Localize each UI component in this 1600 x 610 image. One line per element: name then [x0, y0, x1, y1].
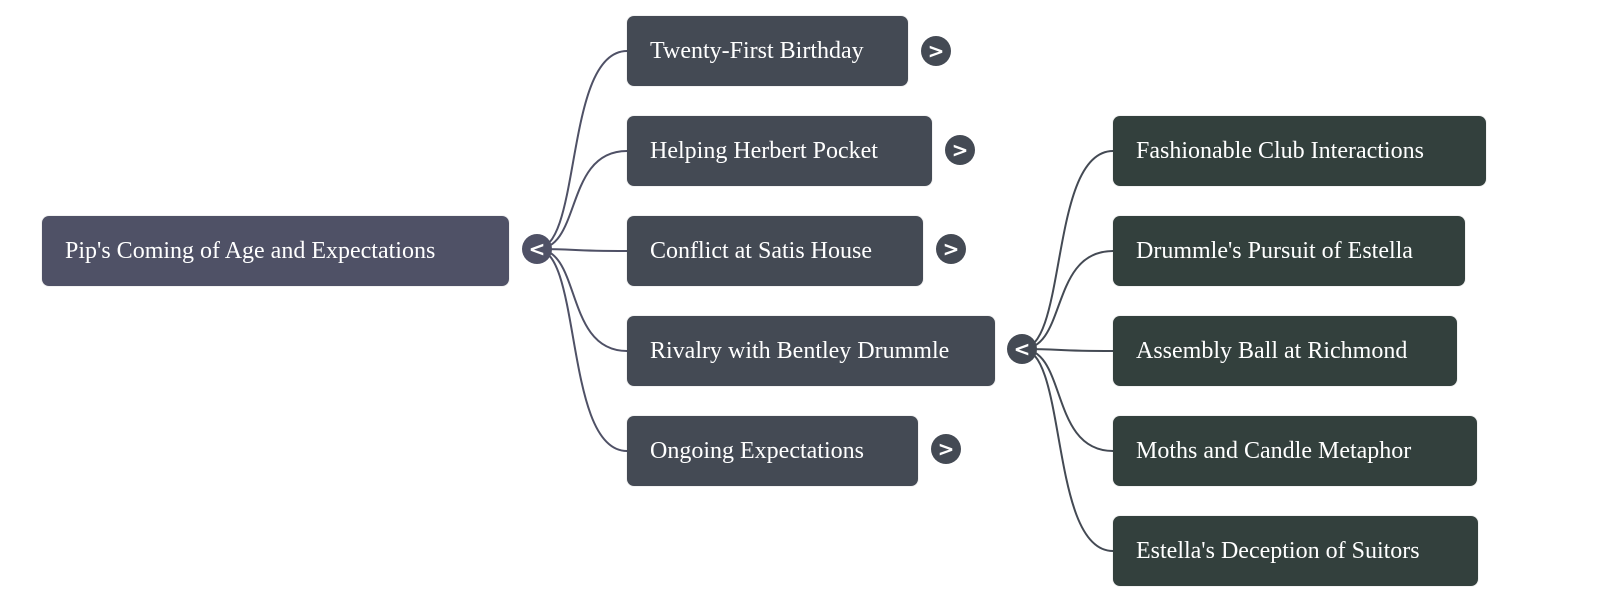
leaf-node-label: Moths and Candle Metaphor: [1136, 437, 1412, 464]
root-node[interactable]: Pip's Coming of Age and Expectations: [42, 216, 509, 286]
branch-node-label: Twenty-First Birthday: [650, 37, 864, 64]
branch-node-conflict-at-satis-house[interactable]: Conflict at Satis House: [627, 216, 923, 286]
leaf-node-label: Fashionable Club Interactions: [1136, 137, 1424, 164]
branch-node-label: Ongoing Expectations: [650, 437, 864, 464]
expand-toggle-icon[interactable]: >: [945, 135, 975, 165]
leaf-node-fashionable-club-interactions[interactable]: Fashionable Club Interactions: [1113, 116, 1486, 186]
leaf-node-estellas-deception-of-suitors[interactable]: Estella's Deception of Suitors: [1113, 516, 1478, 586]
expand-toggle-icon[interactable]: >: [931, 434, 961, 464]
branch-edge-0: [1021, 150, 1114, 350]
expand-toggle-icon[interactable]: >: [921, 36, 951, 66]
leaf-node-label: Estella's Deception of Suitors: [1136, 537, 1420, 564]
branch-edge-4: [1021, 348, 1114, 552]
leaf-node-drummles-pursuit-of-estella[interactable]: Drummle's Pursuit of Estella: [1113, 216, 1465, 286]
leaf-node-label: Drummle's Pursuit of Estella: [1136, 237, 1413, 264]
branch-node-label: Rivalry with Bentley Drummle: [650, 337, 950, 364]
branch-node-twenty-first-birthday[interactable]: Twenty-First Birthday: [627, 16, 908, 86]
root-node-label: Pip's Coming of Age and Expectations: [65, 237, 436, 264]
root-edge-3: [536, 248, 628, 352]
collapse-toggle-icon[interactable]: <: [1007, 334, 1037, 364]
leaf-node-moths-and-candle-metaphor[interactable]: Moths and Candle Metaphor: [1113, 416, 1477, 486]
leaf-node-label: Assembly Ball at Richmond: [1136, 337, 1408, 364]
expand-toggle-icon[interactable]: >: [936, 234, 966, 264]
leaf-node-assembly-ball-at-richmond[interactable]: Assembly Ball at Richmond: [1113, 316, 1457, 386]
branch-node-helping-herbert-pocket[interactable]: Helping Herbert Pocket: [627, 116, 932, 186]
branch-edge-3: [1021, 348, 1114, 452]
root-edge-1: [536, 150, 628, 250]
branch-node-label: Conflict at Satis House: [650, 237, 872, 264]
branch-edge-1: [1021, 250, 1114, 350]
root-edge-0: [536, 50, 628, 250]
branch-node-rivalry-with-bentley-drummle[interactable]: Rivalry with Bentley Drummle: [627, 316, 995, 386]
branch-node-label: Helping Herbert Pocket: [650, 137, 878, 164]
collapse-toggle-icon[interactable]: <: [522, 234, 552, 264]
branch-node-ongoing-expectations[interactable]: Ongoing Expectations: [627, 416, 918, 486]
root-edge-4: [536, 248, 628, 452]
